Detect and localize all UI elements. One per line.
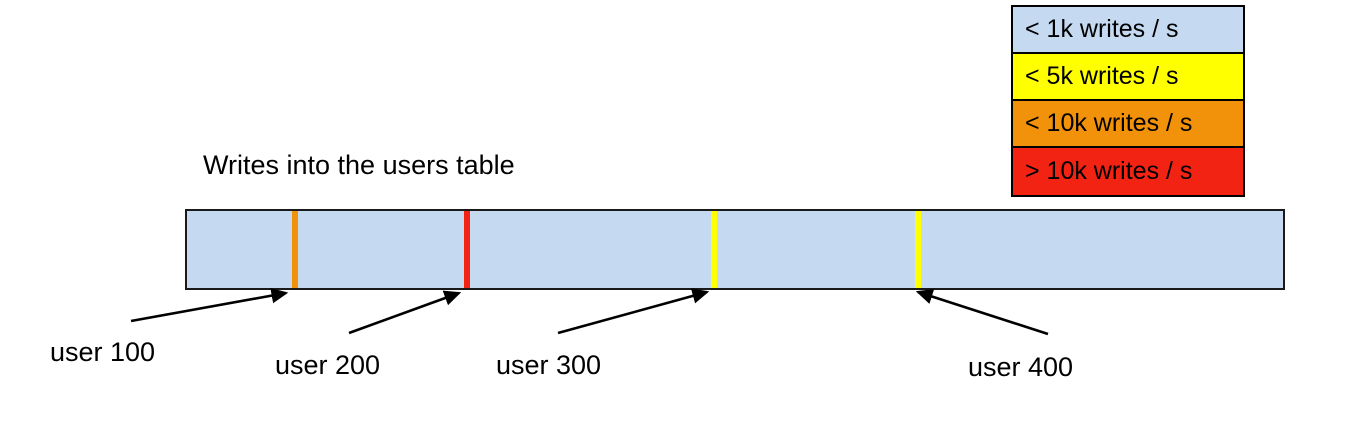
label-user-400: user 400 — [968, 352, 1074, 382]
legend-label-gt-10k: > 10k writes / s — [1025, 157, 1193, 185]
legend-label-lt-1k: < 1k writes / s — [1025, 15, 1179, 43]
label-user-100: user 100 — [50, 337, 156, 367]
legend-row-gt-10k: > 10k writes / s — [1013, 148, 1243, 195]
label-user-300: user 300 — [496, 350, 602, 380]
marker-user-200 — [464, 211, 470, 288]
marker-user-300 — [711, 211, 717, 288]
legend-row-lt-1k: < 1k writes / s — [1013, 7, 1243, 54]
label-user-200: user 200 — [275, 350, 381, 380]
legend-label-lt-5k: < 5k writes / s — [1025, 62, 1179, 90]
legend-label-lt-10k: < 10k writes / s — [1025, 109, 1193, 137]
arrow-user-400 — [915, 289, 1049, 336]
users-table-bar — [185, 209, 1285, 290]
marker-user-400 — [915, 211, 921, 288]
marker-user-100 — [292, 211, 298, 288]
arrow-user-300 — [557, 288, 710, 335]
legend-row-lt-10k: < 10k writes / s — [1013, 101, 1243, 148]
arrow-user-100 — [130, 287, 289, 323]
write-throughput-legend: < 1k writes / s < 5k writes / s < 10k wr… — [1011, 5, 1245, 197]
arrow-user-200 — [348, 290, 462, 335]
chart-title: Writes into the users table — [203, 150, 515, 180]
legend-row-lt-5k: < 5k writes / s — [1013, 54, 1243, 101]
users-table-bar-fill — [187, 211, 1283, 288]
